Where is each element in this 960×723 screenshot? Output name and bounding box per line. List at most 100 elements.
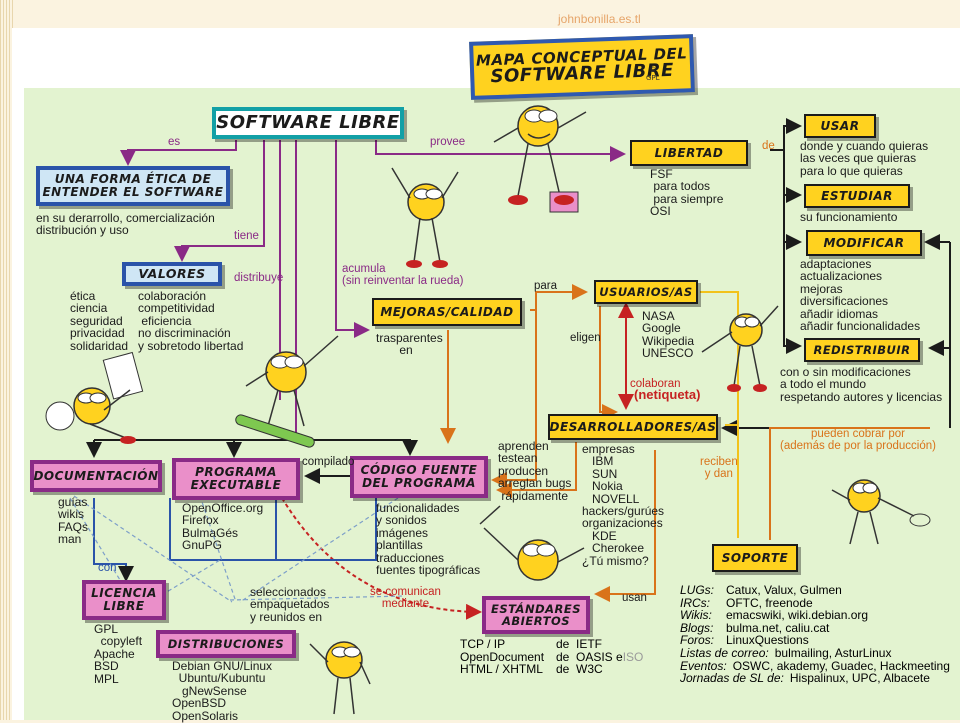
node-estudiar: ESTUDIAR (804, 184, 910, 208)
node-soporte: SOPORTE (712, 544, 798, 572)
soporte-value: Catux, Valux, Gulmen (726, 583, 842, 597)
mascot-dangling (391, 167, 459, 268)
soporte-value: OFTC, freenode (726, 595, 813, 610)
link-label-tiene: tiene (234, 230, 259, 242)
estudiar-description: su funcionamiento (800, 210, 898, 224)
distribuciones-examples: Debian GNU/Linux Ubuntu/Kubuntu gNewSens… (172, 659, 273, 723)
soporte-key: Eventos: (680, 658, 727, 673)
link-label-compilado: compilado (302, 456, 355, 468)
node-libertad: LIBERTAD (630, 140, 748, 166)
mascot-bottom (309, 641, 371, 715)
node-modificar: MODIFICAR (806, 230, 922, 256)
estandares-row: OpenDocument de OASIS e ISO (460, 649, 644, 664)
node-licencia-libre: LICENCIA LIBRE (82, 580, 166, 620)
usar-description: donde y cuando quieras las veces que qui… (800, 139, 929, 178)
estandares-cell: OpenDocument (460, 649, 545, 664)
soporte-key: Foros: (680, 633, 715, 648)
link-label-provee: provee (430, 136, 466, 148)
estandares-cell: TCP / IP (460, 637, 506, 651)
soporte-row: Blogs: bulma.net, caliu.cat (680, 620, 950, 635)
soporte-key: Wikis: (680, 608, 712, 623)
usuarios-examples: NASA Google Wikipedia UNESCO (642, 309, 695, 361)
slide-edge-stripes (0, 0, 14, 720)
connector-dashed-blue (69, 495, 406, 603)
mascot-lying (479, 505, 585, 581)
mascot-racket (831, 479, 931, 545)
node-usar: USAR (804, 114, 876, 138)
soporte-row: Foros: LinuxQuestions (680, 634, 950, 647)
map-title: MAPA CONCEPTUAL DEL SOFTWARE LIBRE (469, 34, 695, 100)
link-label-de: de (762, 140, 775, 152)
link-label-distribuye: distribuye (234, 272, 284, 284)
link-label-se-comunican: se comunican mediante (370, 586, 441, 610)
redistribuir-description: con o sin modificaciones a todo el mundo… (780, 365, 943, 404)
estandares-cell: de (556, 662, 570, 676)
estandares-cell: ISO (622, 649, 644, 664)
soporte-key: Blogs: (680, 620, 714, 635)
modificar-description: adaptaciones actualizaciones mejoras div… (800, 257, 921, 334)
connector-orange (440, 284, 930, 602)
soporte-row: Jornadas de SL de:Hispalinux, UPC, Albac… (680, 672, 950, 685)
connector-yellow (700, 291, 739, 538)
node-forma-etica: UNA FORMA ÉTICA DE ENTENDER EL SOFTWARE (36, 166, 230, 206)
mejoras-description: trasparentes en (376, 331, 443, 358)
soporte-value: bulmailing, AsturLinux (774, 645, 892, 660)
soporte-value: emacswiki, wiki.debian.org (726, 608, 869, 623)
link-label-para: para (534, 280, 558, 292)
link-label-pueden-cobrar: pueden cobrar por (además de por la prod… (780, 428, 936, 452)
seleccionados-text: seleccionados empaquetados y reunidos en (250, 585, 330, 624)
estandares-row: TCP / IP de IETF (460, 638, 643, 651)
estandares-cell: IETF (576, 637, 602, 651)
programa-examples: OpenOffice.org Firefox BulmaGés GnuPG (182, 501, 264, 553)
valores-list-2: colaboración competitividad eficiencia n… (138, 289, 244, 353)
soporte-row: LUGs: Catux, Valux, Gulmen (680, 584, 950, 597)
soporte-key: LUGs: (680, 583, 715, 597)
link-label-reciben: reciben y dan (700, 456, 738, 480)
node-programa-ejecutable: PROGRAMA EXECUTABLE (172, 458, 300, 500)
mascot-hanging (701, 305, 779, 392)
link-label-es: es (168, 136, 181, 148)
soporte-key: Jornadas de SL de: (680, 671, 784, 686)
soporte-row: Listas de correo:bulmailing, AsturLinux (680, 647, 950, 660)
estandares-cell: de (556, 637, 570, 651)
link-label-colaboran: colaboran (630, 378, 681, 390)
node-redistribuir: REDISTRIBUIR (804, 338, 920, 362)
soporte-row: IRCs:OFTC, freenode (680, 595, 950, 610)
link-label-usan: usan (622, 592, 647, 604)
documentacion-examples: guías wikis FAQs man (58, 495, 89, 547)
mascot-swing (493, 105, 587, 213)
node-desarrolladores: DESARROLLADORES/AS (548, 414, 718, 440)
soporte-row: Eventos: OSWC, akademy, Guadec, Hackmeeti… (680, 658, 950, 673)
link-label-con: con (98, 562, 117, 574)
node-estandares-abiertos: ESTÁNDARES ABIERTOS (482, 596, 590, 634)
node-software-libre: SOFTWARE LIBRE (212, 107, 404, 139)
forma-etica-description: en su derarrollo, comercialización distr… (36, 211, 215, 238)
soporte-value: LinuxQuestions (726, 633, 809, 648)
desarrolladores-examples: empresas IBM SUN Nokia NOVELL hackers/gu… (582, 442, 665, 568)
estandares-cell: OASIS e (576, 649, 623, 664)
node-usuarios: USUARIOS/AS (594, 280, 698, 304)
estandares-cell: HTML / XHTML (460, 662, 543, 676)
libertad-description: FSF para todos para siempre OSI (650, 167, 724, 219)
connector-red (281, 302, 634, 620)
mascot-reading (45, 351, 144, 444)
estandares-cell: W3C (576, 662, 603, 676)
node-mejoras-calidad: MEJORAS/CALIDAD (372, 298, 522, 326)
link-label-netiqueta: (netiqueta) (634, 387, 701, 402)
soporte-value: bulma.net, caliu.cat (726, 620, 830, 635)
node-valores: VALORES (122, 262, 222, 286)
soporte-value: OSWC, akademy, Guadec, Hackmeeting (732, 658, 950, 673)
link-label-acumula: acumula (sin reinventar la rueda) (342, 263, 464, 287)
estandares-cell: de (556, 649, 570, 664)
link-label-eligen: eligen (570, 332, 601, 344)
gpl-badge: © GPL (646, 66, 660, 82)
watermark-credit: johnbonilla.es.tl (558, 12, 641, 26)
node-distribuciones: DISTRIBUCIONES (156, 630, 296, 658)
soporte-row: Wikis: emacswiki, wiki.debian.org (680, 609, 950, 622)
licencia-examples: GPL copyleft Apache BSD MPL (94, 622, 143, 686)
estandares-row: HTML / XHTML de W3C (460, 663, 643, 676)
codigo-examples: funcionalidades y sonidos imágenes plant… (376, 501, 481, 578)
desarrolladores-actions: aprenden testean producen arreglan bugs … (498, 439, 572, 503)
